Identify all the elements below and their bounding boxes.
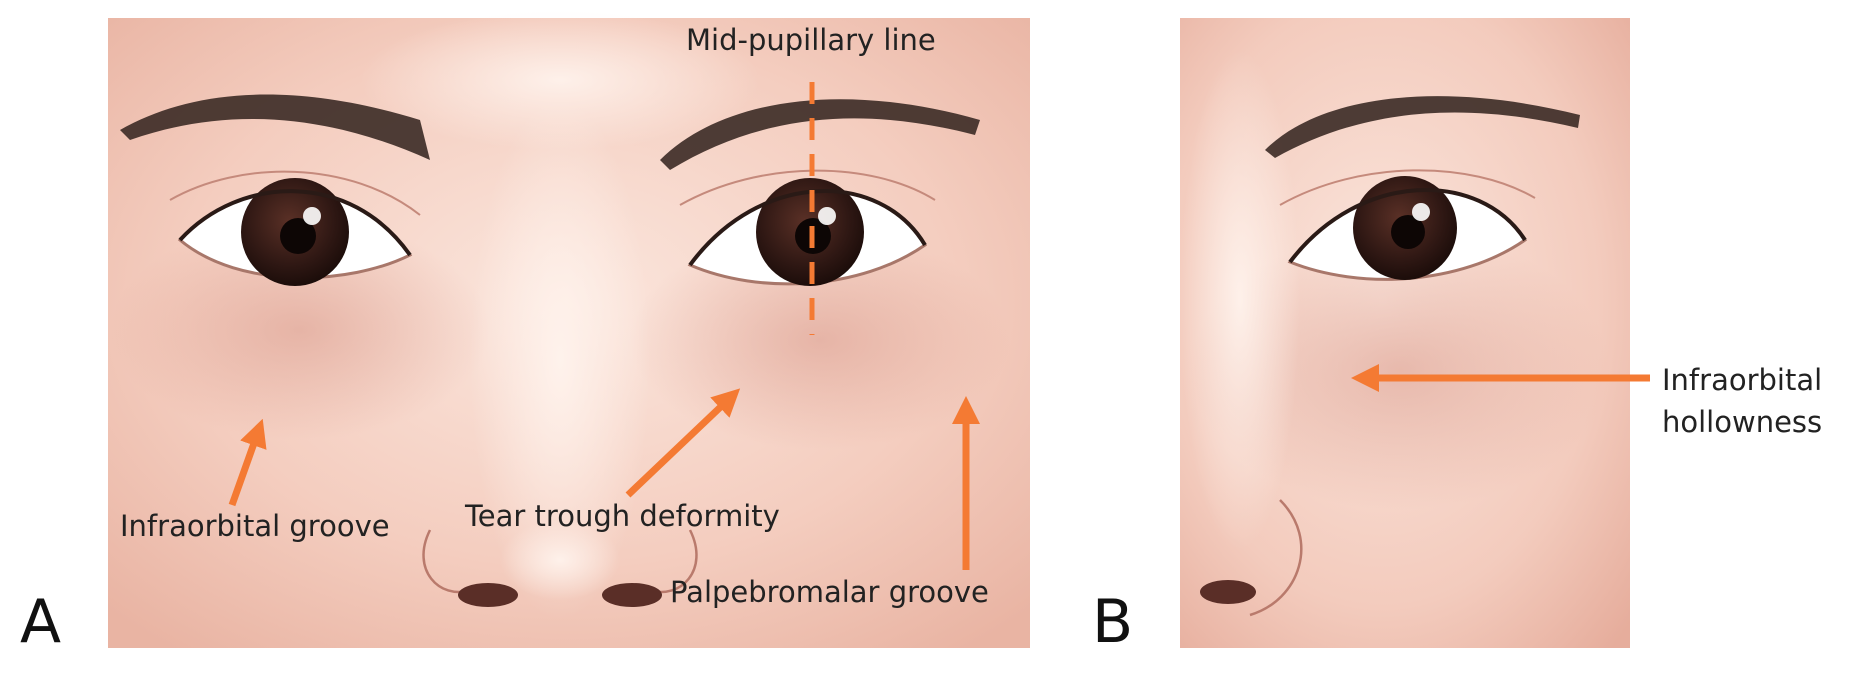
left-eye (169, 170, 421, 286)
panel-b-eyebrow (1265, 96, 1580, 158)
infraorbital-groove-arrow (228, 418, 267, 507)
panel-letter-b: B (1092, 587, 1134, 657)
label-infraorbital-groove: Infraorbital groove (120, 509, 390, 543)
left-eyebrow (120, 94, 430, 160)
panel-letter-a: A (20, 587, 62, 657)
nose (422, 520, 698, 607)
panel-b-eye (1279, 169, 1536, 281)
label-infraorbital-hollowness-1: Infraorbital (1662, 363, 1823, 397)
panel-b-nose (1200, 499, 1303, 617)
label-infraorbital-hollowness-2: hollowness (1662, 405, 1823, 439)
label-tear-trough-deformity: Tear trough deformity (465, 499, 780, 533)
label-palpebromalar-groove: Palpebromalar groove (670, 575, 989, 609)
panel-a-face (108, 10, 1030, 648)
panel-b-face (1180, 18, 1630, 648)
tear-trough-arrow (625, 388, 741, 498)
label-mid-pupillary-line: Mid-pupillary line (686, 23, 936, 57)
right-eyebrow (660, 99, 980, 170)
